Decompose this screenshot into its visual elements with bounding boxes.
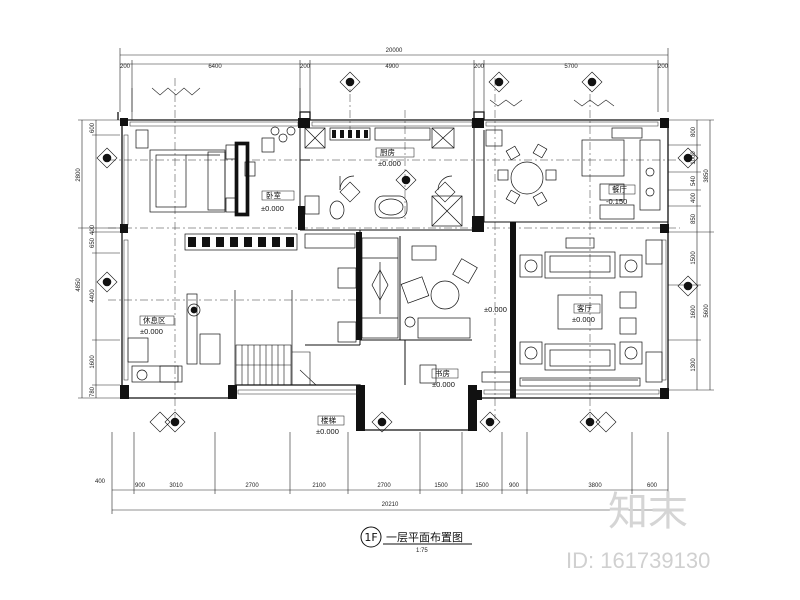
dim-left-seg: 4850: [76, 278, 82, 292]
dim-bottom-seg: 900: [135, 483, 146, 489]
dim-top-seg: 4900: [385, 64, 399, 70]
level-value: ±0.000: [484, 305, 507, 314]
dim-right-seg: 400: [691, 192, 697, 203]
level-value: ±0.000: [572, 315, 595, 324]
room-label-living: 客厅 ±0.000: [572, 303, 601, 324]
level-value: ±0.000: [140, 327, 163, 336]
right-dimension-chain: [668, 119, 714, 391]
dim-top-seg: 200: [474, 64, 485, 70]
dim-right-seg: 850: [691, 213, 697, 224]
watermark-id: ID: 161739130: [566, 548, 710, 573]
dim-right-seg: 800: [691, 126, 697, 137]
room-label-lounge: 休息区 ±0.000: [139, 315, 175, 336]
dim-left-seg: 2800: [76, 168, 82, 182]
corridor-fixtures: [304, 233, 399, 343]
dim-right-seg: 1000: [691, 151, 697, 165]
balcony-railings: [131, 87, 615, 120]
dim-right-total: 5600: [704, 304, 710, 318]
dim-left-seg: 400: [90, 224, 96, 235]
top-dimension-chain: [119, 48, 669, 112]
dim-right-seg: 1600: [691, 305, 697, 319]
dim-bottom-seg: 3010: [169, 483, 183, 489]
dim-right-seg: 1300: [691, 358, 697, 372]
dim-left-seg: 780: [90, 386, 96, 397]
dim-left-seg: 1600: [90, 355, 96, 369]
room-name: 休息区: [143, 315, 166, 325]
level-value: -0.150: [606, 197, 627, 206]
room-label-bedroom: 卧室 ±0.000: [261, 190, 295, 213]
wardrobe: [184, 233, 298, 251]
dim-bottom-seg: 2700: [377, 483, 391, 489]
dim-overall-bottom: 20210: [382, 502, 399, 508]
level-value: ±0.000: [432, 380, 455, 389]
level-value: ±0.000: [378, 159, 401, 168]
dim-bottom-seg: 2100: [312, 483, 326, 489]
watermark-logo: 知末: [608, 489, 688, 535]
bottom-dimension-chain: [111, 432, 669, 514]
bedroom-furniture: [135, 126, 296, 217]
room-label-corridor: ±0.000: [484, 305, 507, 314]
dim-right-seg: 1500: [691, 251, 697, 265]
dim-left-seg: 4400: [90, 289, 96, 303]
axis-lines: [108, 78, 680, 420]
title-marker: 1F: [364, 531, 377, 544]
room-label-stair: 楼梯 ±0.000: [316, 415, 345, 436]
room-label-dining: 餐厅 -0.150: [606, 184, 636, 206]
dim-overall-top: 20000: [386, 48, 403, 54]
living-furniture: [481, 237, 663, 387]
watermark: 知末 ID: 161739130: [566, 489, 710, 573]
left-dimension-chain: [78, 119, 120, 399]
room-name: 厨房: [380, 147, 395, 157]
dim-bottom-offset: 400: [95, 479, 106, 485]
room-name: 客厅: [577, 303, 592, 313]
dim-bottom-seg: 900: [509, 483, 520, 489]
window-strips: [123, 121, 667, 395]
dim-left-seg: 650: [90, 237, 96, 248]
room-label-kitchen: 厨房 ±0.000: [375, 147, 415, 168]
dim-top-seg: 200: [658, 64, 669, 70]
kitchen-counter-blocks: [332, 130, 368, 138]
room-name: 卧室: [266, 190, 281, 200]
study-furniture: [400, 245, 478, 384]
dim-bottom-seg: 2700: [245, 483, 259, 489]
level-value: ±0.000: [261, 204, 284, 213]
dim-top-seg: 5700: [564, 64, 578, 70]
room-name: 餐厅: [612, 185, 627, 194]
dining-furniture: [485, 127, 661, 220]
dim-right-total: 3850: [704, 169, 710, 183]
wall-columns: [120, 118, 669, 431]
dim-bottom-seg: 1500: [434, 483, 448, 489]
dim-top-seg: 200: [300, 64, 311, 70]
dim-top-seg: 200: [120, 64, 131, 70]
dim-left-seg: 600: [90, 122, 96, 133]
dim-bottom-seg: 600: [647, 483, 658, 489]
dim-bottom-seg: 3800: [588, 483, 602, 489]
room-name: 楼梯: [321, 415, 336, 425]
dim-right-seg: 540: [691, 175, 697, 186]
lounge-furniture: [127, 290, 293, 385]
dim-bottom-seg: 1500: [475, 483, 489, 489]
title-scale: 1:75: [416, 548, 428, 554]
interior-walls: [299, 128, 668, 385]
kitchen-fixtures: [304, 127, 463, 227]
room-name: 书房: [435, 368, 450, 378]
dim-top-seg: 6400: [208, 64, 222, 70]
level-value: ±0.000: [316, 427, 339, 436]
title-text: 一层平面布置图: [386, 531, 463, 544]
drawing-title: 1F 一层平面布置图 1:75: [360, 526, 472, 554]
elevation-markers: [96, 71, 699, 433]
staircase: [235, 344, 317, 386]
room-label-study: 书房 ±0.000: [431, 368, 459, 389]
